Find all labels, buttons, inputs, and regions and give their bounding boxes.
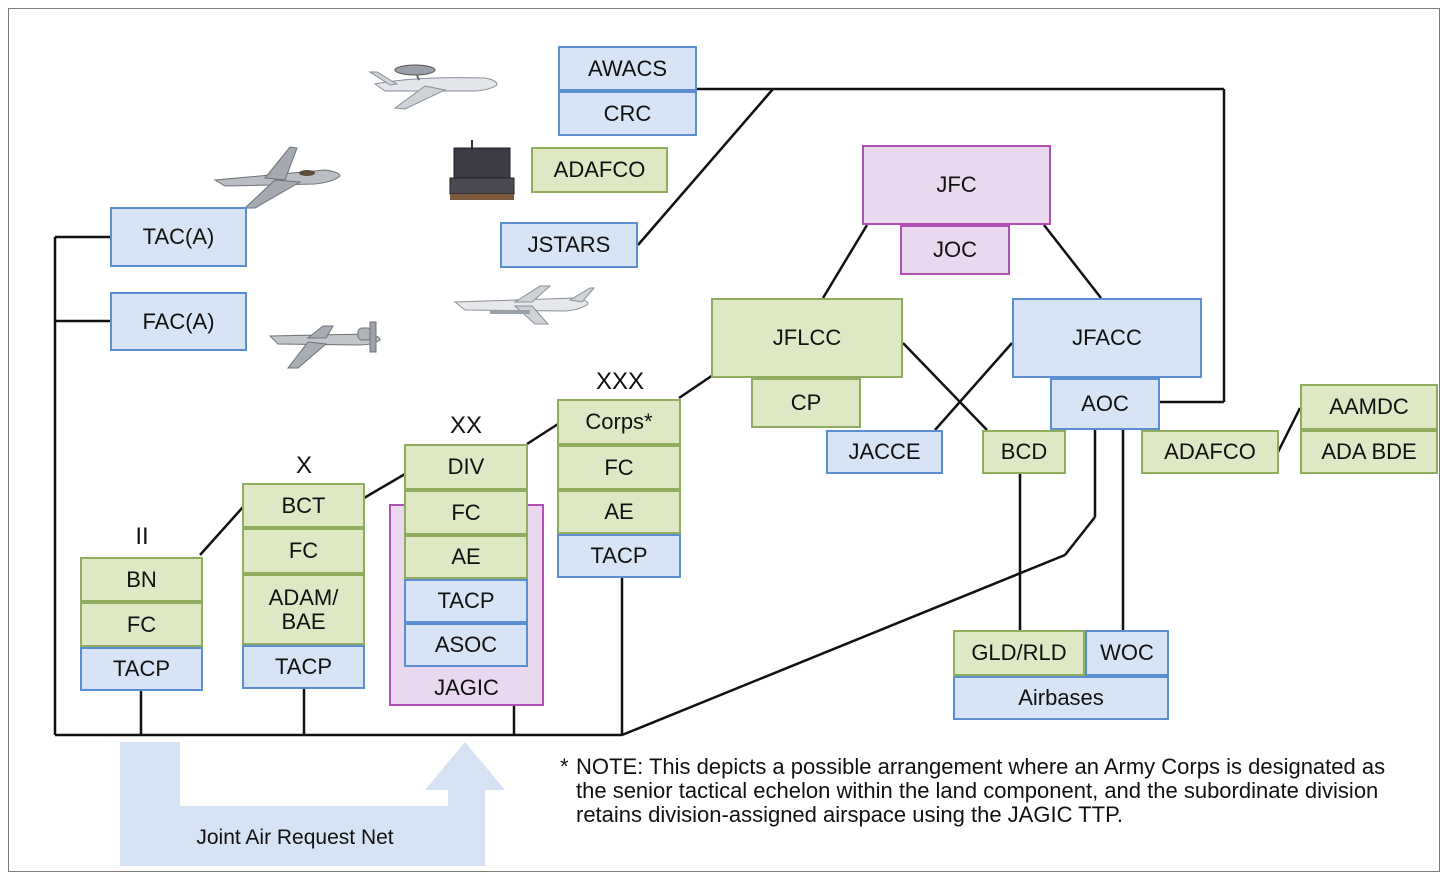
brigade-level-label: X	[295, 452, 312, 479]
jstars-box: JSTARS	[500, 222, 638, 268]
ada-bde-box: ADA BDE	[1300, 430, 1438, 474]
awacs-box: AWACS	[558, 46, 697, 91]
battalion-level-label: II	[135, 523, 149, 550]
aamdc-box: AAMDC	[1300, 384, 1438, 430]
crc-box: CRC	[558, 91, 697, 136]
awacs-aircraft-icon	[368, 64, 498, 110]
corps-ae-box: AE	[557, 490, 681, 534]
asoc-box: ASOC	[404, 623, 528, 667]
jfc-box: JFC	[862, 145, 1051, 225]
div-box: DIV	[404, 444, 528, 490]
taca-box: TAC(A)	[110, 207, 247, 267]
joint-air-request-net-arrow	[120, 742, 505, 866]
footnote: * NOTE: This depicts a possible arrangem…	[560, 755, 1390, 827]
jfacc-box: JFACC	[1012, 298, 1202, 378]
a10-attack-aircraft-icon	[268, 321, 381, 369]
bcd-box: BCD	[982, 430, 1066, 474]
div-tacp-box: TACP	[404, 579, 528, 623]
bct-adam-bae-box: ADAM/ BAE	[242, 574, 365, 645]
jacce-box: JACCE	[826, 430, 943, 474]
div-ae-box: AE	[404, 535, 528, 579]
bn-tacp-box: TACP	[80, 647, 203, 691]
corps-fc-box: FC	[557, 445, 681, 490]
division-level-label: XX	[449, 412, 482, 439]
bct-box: BCT	[242, 483, 365, 528]
corps-box: Corps*	[557, 399, 681, 445]
faca-box: FAC(A)	[110, 292, 247, 351]
jflcc-box: JFLCC	[711, 298, 903, 378]
woc-box: WOC	[1085, 630, 1169, 676]
airbases-box: Airbases	[953, 676, 1169, 720]
bct-fc-box: FC	[242, 528, 365, 574]
bct-tacp-box: TACP	[242, 645, 365, 689]
footnote-text: NOTE: This depicts a possible arrangemen…	[576, 754, 1386, 827]
diagram-frame	[8, 8, 1440, 872]
joint-air-request-net-label: Joint Air Request Net	[196, 826, 394, 849]
corps-tacp-box: TACP	[557, 534, 681, 578]
f16-fighter-icon	[213, 146, 341, 209]
radar-vehicle-icon	[449, 140, 515, 200]
gld-rld-box: GLD/RLD	[953, 630, 1085, 676]
e8-jstars-aircraft-icon	[453, 285, 596, 325]
bn-box: BN	[80, 557, 203, 602]
bn-fc-box: FC	[80, 602, 203, 647]
corps-level-label: XXX	[595, 368, 645, 395]
adafco-box: ADAFCO	[1141, 430, 1279, 474]
div-fc-box: FC	[404, 490, 528, 535]
aoc-box: AOC	[1050, 378, 1160, 430]
cp-box: CP	[751, 378, 861, 428]
footnote-asterisk: *	[560, 754, 569, 779]
adafco-top-box: ADAFCO	[531, 147, 668, 193]
joc-box: JOC	[900, 225, 1010, 275]
